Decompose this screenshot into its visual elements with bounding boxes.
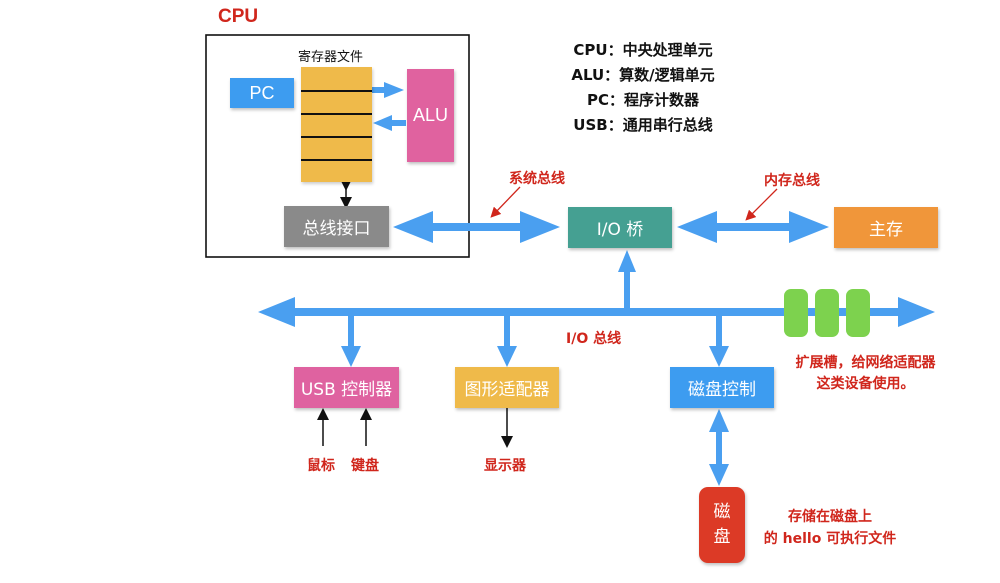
- alu-label: ALU: [412, 105, 448, 125]
- disk-label-line1: 磁: [713, 502, 731, 522]
- graphics-adapter-label: 图形适配器: [464, 380, 550, 400]
- expansion-slots-note-line2: 这类设备使用。: [816, 376, 915, 392]
- expansion-slots-note-line1: 扩展槽，给网络适配器: [795, 355, 936, 371]
- expansion-slot-1[interactable]: [784, 289, 808, 337]
- memory-bus-pointer: [745, 188, 778, 221]
- alu[interactable]: ALU: [407, 69, 454, 162]
- display-label: 显示器: [484, 458, 526, 474]
- io-bridge-label: I/O 桥: [596, 220, 644, 240]
- usb-controller-label: USB 控制器: [300, 380, 393, 400]
- mouse-label: 鼠标: [307, 458, 335, 474]
- cpu-boundary: [205, 34, 470, 258]
- register-to-alu-arrow: [372, 82, 404, 98]
- io-bridge[interactable]: I/O 桥: [568, 207, 672, 248]
- system-bus-arrow: [393, 211, 560, 243]
- disk-controller[interactable]: 磁盘控制: [670, 367, 774, 408]
- memory-bus-label: 内存总线: [764, 173, 820, 189]
- disk-ctrl-drop-arrow: [709, 316, 729, 367]
- disk-label-line2: 盘: [713, 527, 731, 547]
- legend: CPU：中央处理单元 ALU：算数/逻辑单元 PC：程序计数器 USB：通用串行…: [548, 38, 738, 138]
- main-memory-label: 主存: [869, 220, 903, 240]
- io-bridge-up-arrow: [618, 250, 636, 312]
- system-bus-pointer: [490, 186, 521, 218]
- system-bus-label: 系统总线: [509, 171, 565, 187]
- register-file-label: 寄存器文件: [298, 50, 364, 65]
- io-bus-label: I/O 总线: [566, 331, 622, 347]
- expansion-slot-3[interactable]: [846, 289, 870, 337]
- disk-note-line2: 的 hello 可执行文件: [763, 531, 897, 547]
- graphics-adapter[interactable]: 图形适配器: [455, 367, 559, 408]
- graphics-drop-arrow: [497, 316, 517, 367]
- disk-controller-label: 磁盘控制: [688, 380, 756, 400]
- alu-to-register-arrow: [373, 115, 406, 131]
- pc-register[interactable]: PC: [230, 78, 294, 108]
- disk[interactable]: 磁 盘: [699, 487, 745, 563]
- keyboard-label: 键盘: [351, 458, 379, 474]
- usb-drop-arrow: [341, 316, 361, 367]
- legend-item-usb: USB：通用串行总线: [573, 116, 713, 134]
- register-file: [301, 67, 372, 182]
- io-bus-arrow: [258, 297, 935, 327]
- bus-interface[interactable]: 总线接口: [284, 206, 389, 247]
- bus-interface-label: 总线接口: [302, 219, 371, 239]
- disk-note-line1: 存储在磁盘上: [788, 509, 872, 525]
- disk-note: 存储在磁盘上 的 hello 可执行文件: [755, 506, 905, 550]
- legend-item-alu: ALU：算数/逻辑单元: [571, 66, 715, 84]
- memory-bus-arrow: [677, 211, 829, 243]
- usb-controller[interactable]: USB 控制器: [294, 367, 399, 408]
- expansion-slot-2[interactable]: [815, 289, 839, 337]
- pc-label: PC: [249, 82, 275, 103]
- legend-item-pc: PC：程序计数器: [586, 91, 699, 109]
- expansion-slots-note: 扩展槽，给网络适配器 这类设备使用。: [778, 353, 953, 395]
- cpu-title: CPU: [218, 6, 259, 27]
- legend-item-cpu: CPU：中央处理单元: [573, 41, 713, 59]
- disk-link-arrow: [709, 409, 729, 486]
- main-memory[interactable]: 主存: [834, 207, 938, 248]
